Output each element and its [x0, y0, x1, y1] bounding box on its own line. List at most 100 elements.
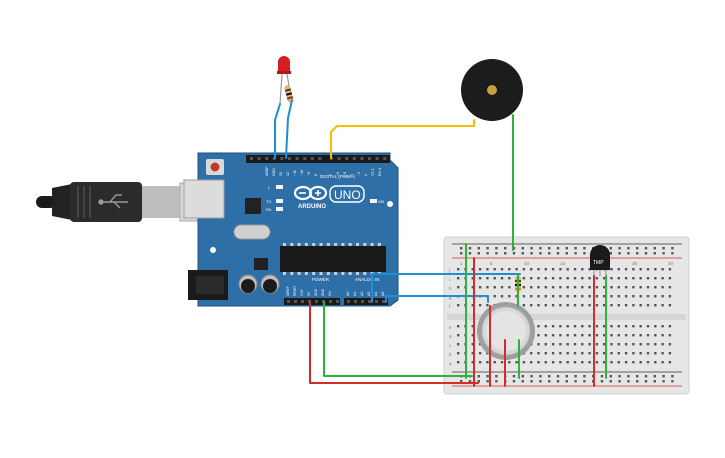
breadboard-hole [551, 334, 555, 337]
row-letter: g [449, 295, 452, 300]
analog-pin-label: A1 [353, 292, 357, 296]
breadboard-hole [617, 268, 620, 271]
breadboard-hole [581, 286, 584, 289]
breadboard-hole [566, 352, 569, 355]
on-label: ON [378, 199, 384, 204]
rail-hole [653, 247, 656, 250]
breadboard-hole [654, 286, 657, 289]
breadboard-hole [654, 361, 657, 364]
rail-hole [600, 380, 604, 383]
breadboard-hole [457, 325, 460, 328]
rail-hole [486, 375, 489, 378]
breadboard-hole [522, 286, 526, 289]
breadboard-hole [500, 277, 504, 280]
breadboard-hole [478, 268, 482, 271]
breadboard-hole [588, 334, 591, 337]
breadboard-hole [661, 343, 664, 346]
breadboard-hole [603, 361, 606, 364]
rail-hole [618, 247, 621, 250]
header-hole [352, 157, 356, 160]
rail-hole [495, 252, 498, 255]
breadboard-hole [588, 268, 591, 271]
breadboard-hole [588, 277, 591, 280]
breadboard-hole [566, 286, 569, 289]
breadboard-hole [537, 334, 540, 337]
rail-hole [636, 380, 639, 383]
regulator [254, 258, 268, 270]
header-hole [288, 157, 291, 160]
breadboard-hole [500, 295, 504, 298]
rail-hole [671, 375, 674, 378]
rail-hole [504, 247, 507, 250]
header-hole [250, 157, 253, 160]
breadboard-hole [603, 295, 606, 298]
ic-pin [326, 243, 330, 246]
breadboard-hole [581, 334, 584, 337]
power-pin-label: IOREF [286, 286, 290, 296]
rail-hole [583, 375, 586, 378]
breadboard-hole [581, 352, 584, 355]
breadboard-hole [537, 325, 540, 328]
breadboard-hole [522, 295, 526, 298]
ic-pin [319, 272, 323, 275]
rail-hole [662, 252, 665, 255]
breadboard-hole [581, 325, 584, 328]
column-number: 30 [668, 261, 674, 266]
digital-pin-label: ~3 [357, 172, 361, 176]
breadboard-hole [551, 361, 555, 364]
breadboard-hole [646, 295, 650, 298]
breadboard-hole [668, 343, 672, 346]
breadboard-hole [530, 295, 533, 298]
tmp-label: TMP [593, 260, 604, 266]
rail-hole [548, 380, 551, 383]
breadboard-hole [588, 286, 591, 289]
rail-hole [530, 252, 533, 255]
gnd-label: GND [272, 168, 276, 176]
digital-pin-label: 12 [286, 172, 290, 176]
breadboard-hole [632, 295, 635, 298]
breadboard-hole [639, 343, 642, 346]
breadboard-hole [624, 361, 628, 364]
brand-label: ARDUINO [298, 204, 326, 210]
led-body [278, 56, 290, 72]
breadboard-hole [566, 304, 569, 307]
breadboard-hole [668, 286, 672, 289]
row-letter: c [449, 343, 452, 348]
breadboard-hole [595, 361, 599, 364]
breadboard-hole [530, 361, 533, 364]
breadboard-hole [544, 277, 547, 280]
power-label: POWER [312, 277, 330, 282]
breadboard-hole [632, 286, 635, 289]
breadboard-hole [457, 286, 460, 289]
breadboard-hole [530, 304, 533, 307]
row-letters-top: j i h g f [448, 268, 452, 309]
digital-pin-label: ~10 [300, 170, 304, 176]
rail-hole [548, 252, 551, 255]
breadboard-hole [661, 352, 664, 355]
breadboard-hole [610, 343, 613, 346]
header-hole [368, 300, 371, 303]
rail-hole [644, 380, 648, 383]
usb-cable-strain [52, 184, 72, 220]
breadboard-hole [573, 352, 577, 355]
rail-hole [539, 380, 542, 383]
breadboard-hole [661, 295, 664, 298]
breadboard-hole [654, 277, 657, 280]
wire-analog-a1 [385, 295, 489, 303]
breadboard-hole [544, 304, 547, 307]
breadboard-hole [457, 343, 460, 346]
header-hole [361, 300, 364, 303]
rail-hole [627, 380, 630, 383]
breadboard-hole [544, 325, 547, 328]
rail-hole [495, 375, 498, 378]
header-hole [375, 157, 379, 160]
breadboard-hole [508, 361, 511, 364]
ic-pin [290, 243, 294, 246]
breadboard-hole [508, 277, 511, 280]
rail-hole [530, 375, 533, 378]
header-hole [329, 300, 332, 303]
header-hole [303, 157, 307, 160]
breadboard-hole [624, 277, 628, 280]
rail-hole [539, 252, 542, 255]
rail-hole [512, 380, 516, 383]
